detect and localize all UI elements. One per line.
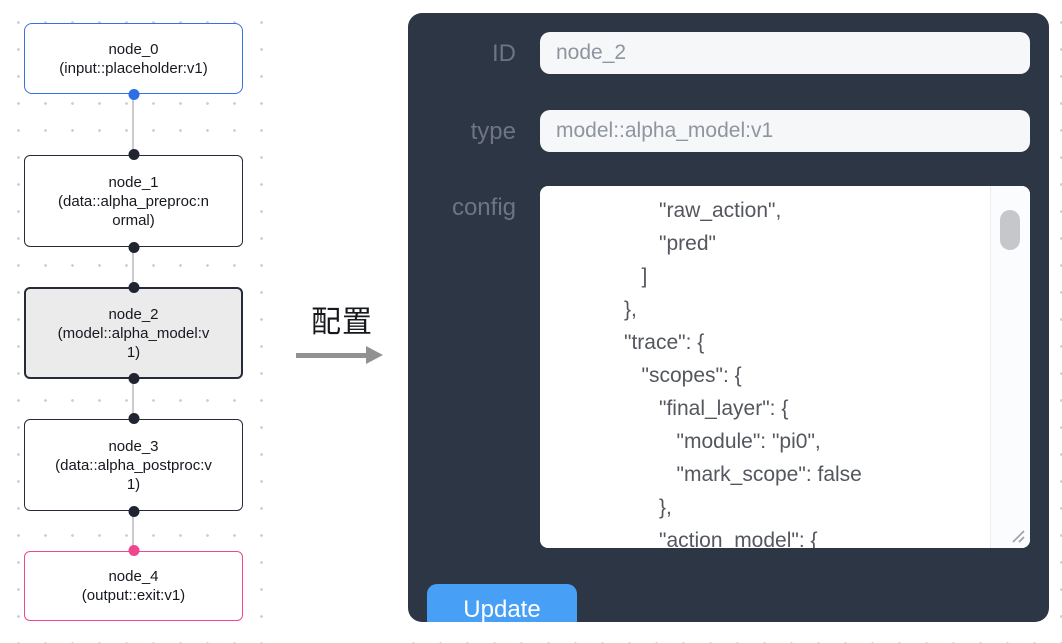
node-type-label: (data::alpha_preproc:normal) (58, 192, 209, 229)
input-port-icon[interactable] (128, 149, 139, 160)
node-title: node_3 (108, 437, 159, 455)
id-input[interactable] (540, 32, 1030, 74)
node-type-label: (model::alpha_model:v1) (57, 324, 210, 361)
output-port-icon[interactable] (128, 506, 139, 517)
type-input[interactable] (540, 110, 1030, 152)
resize-grip-icon[interactable] (1009, 527, 1025, 543)
config-json-content[interactable]: "raw_action", "pred" ] }, "trace": { "sc… (624, 199, 862, 548)
edge-node0-node1 (132, 94, 134, 156)
update-button[interactable]: Update (427, 584, 577, 622)
id-field-label: ID (492, 40, 516, 67)
flow-canvas: node_0 (input::placeholder:v1) node_1 (d… (0, 0, 272, 643)
node-node_3[interactable]: node_3 (data::alpha_postproc:v1) (24, 413, 243, 517)
config-textarea[interactable]: "raw_action", "pred" ] }, "trace": { "sc… (540, 186, 1030, 548)
node-type-label: (input::placeholder:v1) (59, 59, 208, 77)
node-node_2-selected[interactable]: node_2 (model::alpha_model:v1) (24, 282, 243, 384)
scrollbar-thumb[interactable] (1000, 210, 1020, 250)
output-port-icon[interactable] (128, 373, 139, 384)
input-port-icon[interactable] (128, 282, 139, 293)
node-title: node_4 (108, 568, 159, 585)
panel-canvas: ID type config "raw_action", "pred" ] },… (395, 0, 1062, 643)
node-type-label: (data::alpha_postproc:v1) (55, 456, 212, 493)
type-field-label: type (470, 118, 516, 145)
transition-annotation: 配置 (294, 297, 390, 364)
input-port-icon[interactable] (128, 545, 139, 556)
edge-node2-node3 (132, 379, 134, 420)
edge-node1-node2 (132, 247, 134, 288)
input-port-icon[interactable] (128, 413, 139, 424)
node-title: node_0 (108, 40, 159, 58)
node-node_1[interactable]: node_1 (data::alpha_preproc:normal) (24, 149, 243, 253)
config-field-label: config (451, 194, 516, 221)
node-config-panel: ID type config "raw_action", "pred" ] },… (408, 13, 1049, 622)
scrollbar-track (990, 186, 1030, 548)
arrow-right-icon (294, 346, 390, 364)
edge-node3-node4 (132, 511, 134, 552)
output-port-icon[interactable] (128, 242, 139, 253)
node-title: node_2 (108, 305, 159, 323)
node-title: node_1 (108, 173, 159, 191)
output-port-icon[interactable] (128, 89, 139, 100)
node-node_4[interactable]: node_4 (output::exit:v1) (24, 545, 243, 621)
configure-label: 配置 (311, 306, 373, 339)
node-node_0[interactable]: node_0 (input::placeholder:v1) (24, 23, 243, 100)
node-type-label: (output::exit:v1) (81, 587, 186, 604)
